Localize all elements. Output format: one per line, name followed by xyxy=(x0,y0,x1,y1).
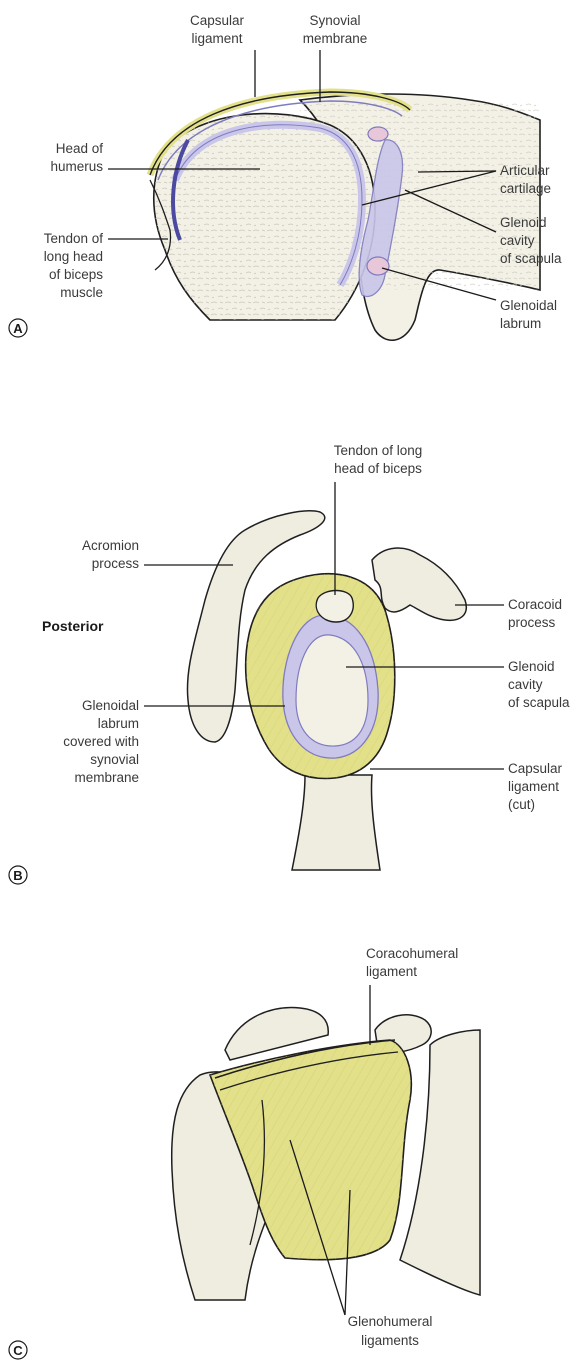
svg-text:Acromion: Acromion xyxy=(82,538,139,553)
svg-text:B: B xyxy=(13,868,22,883)
label-capsular-ligament-a: Capsular ligament xyxy=(190,13,255,97)
label-biceps-tendon-a: Tendon of long head of biceps muscle xyxy=(44,231,168,300)
svg-text:muscle: muscle xyxy=(60,285,103,300)
svg-text:covered with: covered with xyxy=(63,734,139,749)
svg-text:process: process xyxy=(508,615,556,630)
scapula-c xyxy=(400,1030,480,1295)
panel-letter-c: C xyxy=(9,1341,27,1359)
svg-text:Glenoidal: Glenoidal xyxy=(82,698,139,713)
svg-text:cavity: cavity xyxy=(508,677,543,692)
svg-text:of scapula: of scapula xyxy=(500,251,562,266)
svg-text:Articular: Articular xyxy=(500,163,550,178)
svg-text:long head: long head xyxy=(44,249,103,264)
label-capsular-ligament-b: Capsular ligament (cut) xyxy=(370,761,563,812)
svg-text:Coracoid: Coracoid xyxy=(508,597,562,612)
svg-text:(cut): (cut) xyxy=(508,797,535,812)
biceps-tendon-b xyxy=(316,591,353,623)
svg-text:Glenoid: Glenoid xyxy=(500,215,547,230)
coracoid-process xyxy=(372,548,466,620)
svg-text:Tendon of: Tendon of xyxy=(44,231,104,246)
svg-text:Coracohumeral: Coracohumeral xyxy=(366,946,458,961)
svg-text:Glenohumeral: Glenohumeral xyxy=(348,1314,433,1329)
glenoid-labrum-a xyxy=(367,257,389,275)
svg-text:Tendon of long: Tendon of long xyxy=(334,443,423,458)
svg-text:Head of: Head of xyxy=(56,141,104,156)
svg-text:labrum: labrum xyxy=(500,316,541,331)
svg-text:ligament: ligament xyxy=(366,964,417,979)
svg-text:synovial: synovial xyxy=(90,752,139,767)
svg-text:ligament: ligament xyxy=(508,779,559,794)
svg-text:ligament: ligament xyxy=(191,31,242,46)
svg-text:cartilage: cartilage xyxy=(500,181,551,196)
svg-text:Synovial: Synovial xyxy=(309,13,360,28)
scapula-neck-b xyxy=(292,775,380,870)
svg-text:of biceps: of biceps xyxy=(49,267,103,282)
svg-text:membrane: membrane xyxy=(74,770,139,785)
svg-text:of scapula: of scapula xyxy=(508,695,570,710)
svg-text:head of biceps: head of biceps xyxy=(334,461,422,476)
panel-letter-b: B xyxy=(9,866,27,884)
svg-text:A: A xyxy=(13,321,23,336)
svg-text:labrum: labrum xyxy=(98,716,139,731)
panel-b: Tendon of long head of biceps Acromion p… xyxy=(9,443,570,884)
svg-text:cavity: cavity xyxy=(500,233,535,248)
svg-text:Capsular: Capsular xyxy=(508,761,563,776)
svg-text:humerus: humerus xyxy=(50,159,103,174)
panel-c: Coracohumeral ligament Glenohumeral liga… xyxy=(9,946,480,1359)
svg-text:process: process xyxy=(92,556,140,571)
svg-text:Glenoid: Glenoid xyxy=(508,659,555,674)
svg-text:Glenoidal: Glenoidal xyxy=(500,298,557,313)
label-coracoid-process: Coracoid process xyxy=(455,597,562,630)
svg-text:ligaments: ligaments xyxy=(361,1333,419,1348)
svg-text:membrane: membrane xyxy=(303,31,368,46)
panel-a: Capsular ligament Synovial membrane Head… xyxy=(9,13,562,340)
label-acromion-process: Acromion process xyxy=(82,538,233,571)
svg-text:C: C xyxy=(13,1343,23,1358)
posterior-label: Posterior xyxy=(42,618,104,634)
svg-text:Capsular: Capsular xyxy=(190,13,245,28)
panel-letter-a: A xyxy=(9,319,27,337)
